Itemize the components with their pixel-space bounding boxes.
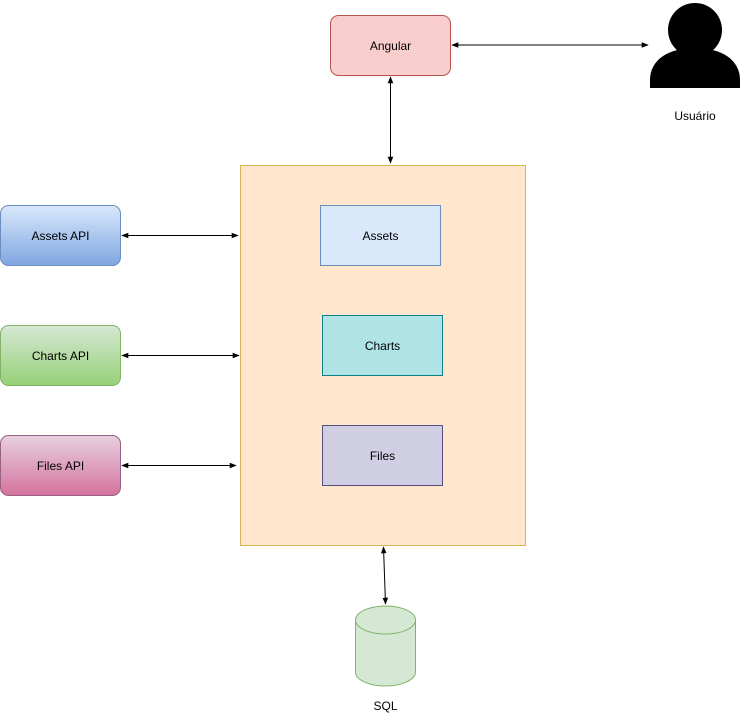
user-label: Usuário bbox=[674, 109, 716, 123]
sql-database-icon bbox=[355, 605, 416, 687]
charts-api-node bbox=[0, 325, 121, 386]
angular-label: Angular bbox=[369, 38, 412, 53]
files-api-node bbox=[0, 435, 121, 496]
edge-container-sql bbox=[380, 546, 389, 605]
angular-node bbox=[330, 15, 451, 76]
assets-api-label: Assets API bbox=[31, 228, 90, 243]
files-module bbox=[322, 425, 443, 486]
charts-module bbox=[322, 315, 443, 376]
assets-module-label: Assets bbox=[362, 228, 399, 243]
assets-api-node bbox=[0, 205, 121, 266]
files-api-label: Files API bbox=[36, 458, 85, 473]
charts-module-label: Charts bbox=[364, 338, 401, 353]
files-module-label: Files bbox=[369, 448, 396, 463]
assets-module bbox=[320, 205, 441, 266]
user-icon bbox=[650, 3, 740, 88]
sql-label: SQL bbox=[373, 699, 398, 713]
charts-api-label: Charts API bbox=[31, 348, 90, 363]
